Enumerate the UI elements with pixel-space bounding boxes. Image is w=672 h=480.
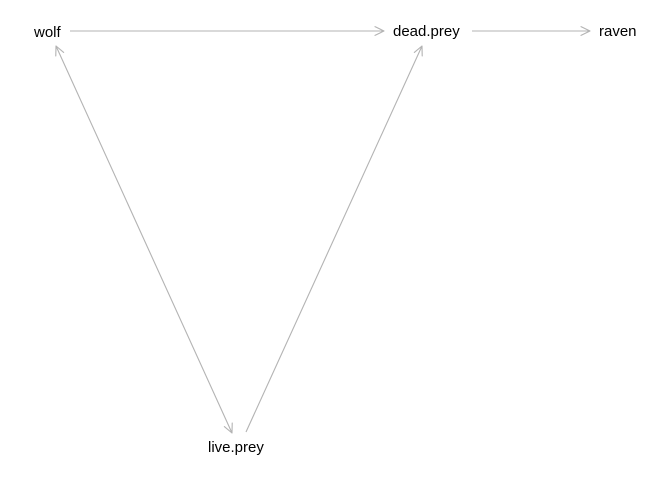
node-dead-prey: dead.prey <box>393 23 460 40</box>
edge-line <box>245 45 423 433</box>
arrowhead-end <box>374 26 385 36</box>
edge-dead-prey-to-raven <box>472 26 591 36</box>
arrowhead-end <box>413 45 423 57</box>
node-wolf: wolf <box>33 24 62 41</box>
edge-wolf-to-dead-prey <box>70 26 385 36</box>
arrowhead-start <box>55 45 65 57</box>
edge-line <box>55 45 233 434</box>
arrowhead-end <box>223 422 233 434</box>
node-raven: raven <box>599 23 637 40</box>
arrowhead-end <box>580 26 591 36</box>
edge-wolf-to-live-prey <box>55 45 233 434</box>
node-live-prey: live.prey <box>208 439 264 456</box>
edge-live-prey-to-dead-prey <box>245 45 423 433</box>
